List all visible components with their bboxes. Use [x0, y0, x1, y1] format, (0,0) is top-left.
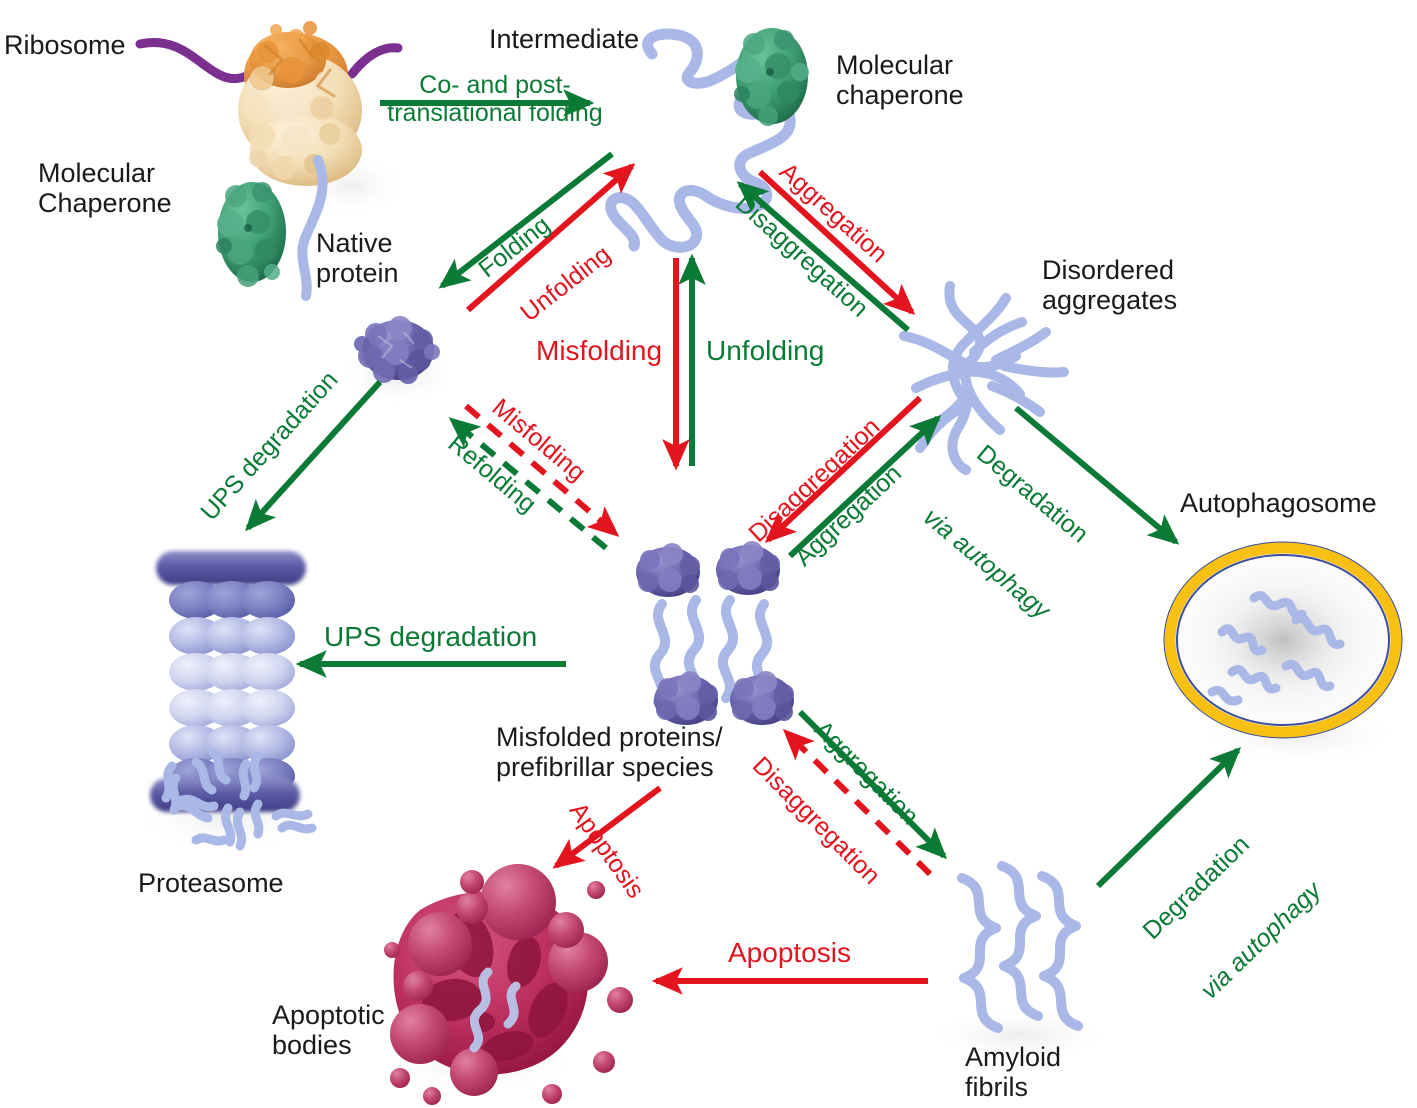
arrow-apoptosis-diagonal [552, 785, 662, 869]
arrow-misfolding-dashed [464, 403, 620, 537]
native-protein-structure [354, 316, 440, 384]
arrow-disaggregation-top [736, 181, 910, 333]
misfolded-proteins-structure [636, 541, 794, 725]
apoptotic-bodies-structure [384, 864, 633, 1105]
label-native-protein: Native protein [316, 228, 399, 289]
arrow-label-degradation-top-line1: Degradation [971, 439, 1094, 549]
arrow-label-ups-degradation-horizontal: UPS degradation [324, 621, 538, 652]
arrow-degradation-autophagy-bottom [1095, 746, 1242, 889]
peptide-fragments-visible [161, 747, 313, 851]
arrow-ups-degradation-diagonal [245, 379, 383, 532]
label-apoptotic-bodies: Apoptotic bodies [272, 1000, 385, 1061]
arrow-aggregation-bottom [797, 709, 948, 860]
arrow-aggregation-top [757, 169, 916, 315]
peptide-fragments [168, 757, 317, 847]
intermediate-structure [605, 28, 796, 253]
label-amyloid-fibrils: Amyloid fibrils [965, 1042, 1062, 1103]
arrow-disaggregation-mid [764, 395, 923, 543]
amyloid-fibrils-structure [957, 861, 1083, 1033]
disordered-aggregates-structure [899, 281, 1069, 475]
arrow-aggregation-mid [787, 415, 942, 559]
label-disordered-aggregates: Disordered aggregates [1042, 255, 1178, 316]
label-proteasome: Proteasome [138, 868, 284, 898]
arrow-label-degradation-bottom-line1: Degradation [1137, 830, 1255, 945]
arrow-label-co-post-translational-folding: Co- and post- translational folding [387, 71, 603, 127]
arrow-label-apoptosis-horizontal: Apoptosis [728, 937, 851, 968]
nascent-chain [297, 155, 328, 301]
arrow-label-degradation-top-line2: via autophagy [918, 502, 1056, 625]
ribosome-structure [238, 21, 362, 186]
label-ribosome: Ribosome [4, 30, 126, 60]
arrow-label-unfolding-center: Unfolding [706, 335, 825, 366]
arrow-label-degradation-bottom-line2: via autophagy [1194, 876, 1327, 1005]
label-autophagosome: Autophagosome [1180, 488, 1377, 518]
label-molecular-chaperone-left: Molecular Chaperone [38, 158, 172, 219]
proteasome-structure [150, 551, 306, 812]
arrow-folding [438, 151, 614, 289]
autophagosome-structure [1163, 541, 1403, 739]
chaperone-right-structure [734, 28, 809, 126]
arrow-disaggregation-bottom [782, 728, 933, 877]
chaperone-left-structure [216, 182, 286, 287]
arrow-degradation-autophagy-top [1014, 405, 1180, 545]
label-misfolded-proteins: Misfolded proteins/ prefibrillar species [496, 722, 723, 783]
arrow-refolding-dashed [448, 417, 608, 551]
label-intermediate: Intermediate [489, 24, 640, 54]
label-molecular-chaperone-right: Molecular chaperone [836, 50, 964, 111]
arrow-label-misfolding-center: Misfolding [536, 335, 663, 366]
arrow-unfolding-diagonal [466, 163, 636, 313]
